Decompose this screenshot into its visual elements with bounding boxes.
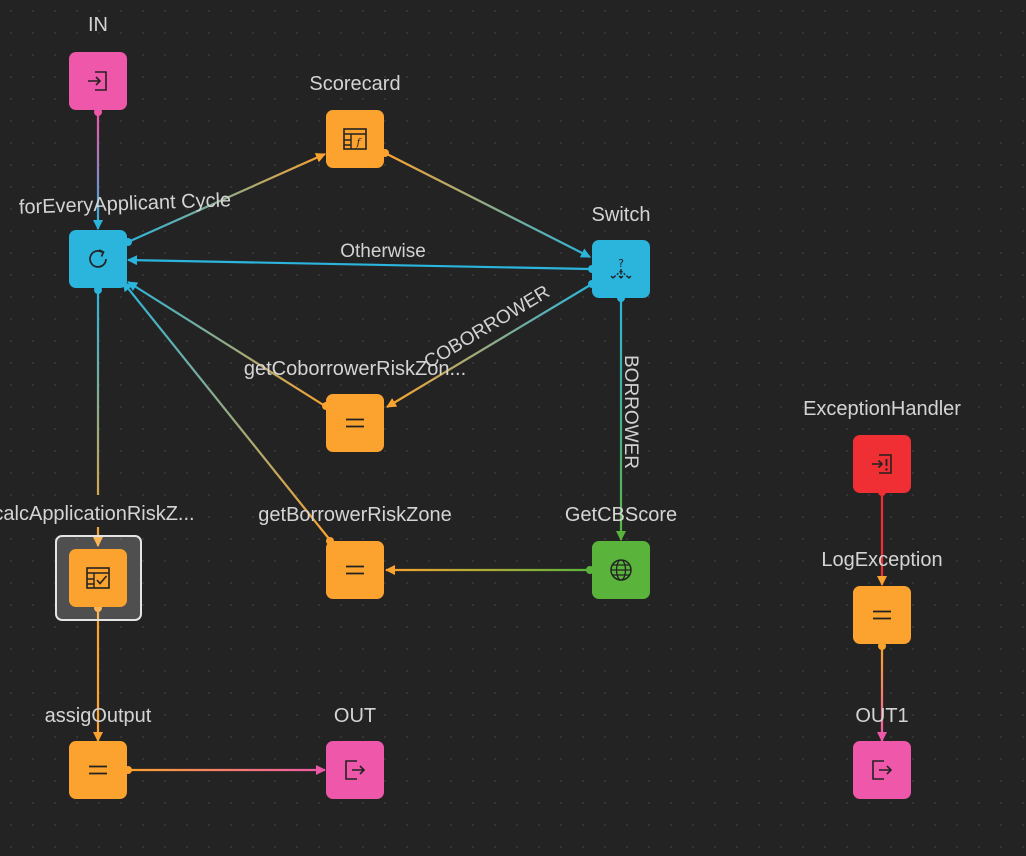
edge-switch-otherwise-to-cycle[interactable] — [127, 255, 591, 271]
node-label-coborrower-risk: getCoborrowerRiskZon... — [243, 358, 467, 380]
exit-icon — [345, 760, 366, 780]
node-label-in: IN — [88, 14, 108, 36]
node-label-switch: Switch — [591, 204, 651, 226]
node-coborrower-risk[interactable] — [326, 394, 384, 452]
node-out[interactable] — [326, 741, 384, 799]
svg-text:?: ? — [618, 257, 624, 270]
edge-scorecard-to-switch[interactable] — [384, 152, 591, 258]
exception-icon — [872, 454, 892, 474]
node-log-exception[interactable] — [853, 586, 911, 644]
node-label-borrower-risk: getBorrowerRiskZone — [258, 504, 452, 526]
node-out1[interactable] — [853, 741, 911, 799]
node-exception-handler[interactable] — [853, 435, 911, 493]
node-cbscore[interactable] — [592, 541, 650, 599]
node-label-assig-output: assigOutput — [44, 705, 152, 727]
node-cycle[interactable] — [69, 230, 127, 288]
node-label-exception-handler: ExceptionHandler — [803, 398, 961, 420]
edge-label-otherwise: Otherwise — [340, 241, 426, 262]
svg-text:f: f — [356, 138, 363, 149]
exit-icon — [872, 760, 893, 780]
node-scorecard[interactable]: f — [326, 110, 384, 168]
globe-icon — [610, 559, 632, 581]
edge-borrisk-to-cycle[interactable] — [122, 281, 331, 541]
cycle-icon — [89, 249, 107, 268]
node-label-log-exception: LogException — [821, 549, 943, 571]
node-borrower-risk[interactable] — [326, 541, 384, 599]
table-check-icon — [86, 567, 110, 589]
equals-icon — [873, 610, 891, 620]
equals-icon — [89, 765, 107, 775]
node-label-scorecard: Scorecard — [309, 73, 401, 95]
node-label-out: OUT — [333, 705, 377, 727]
edge-gap — [95, 495, 101, 527]
node-label-out1: OUT1 — [855, 705, 909, 727]
equals-icon — [346, 418, 364, 428]
scorecard-table-icon: f — [343, 128, 367, 150]
node-calc-application[interactable] — [69, 549, 127, 607]
edge-cobrisk-to-cycle[interactable] — [127, 281, 326, 407]
edge-switch-coborrower[interactable] — [386, 283, 593, 408]
equals-icon — [346, 565, 364, 575]
node-assig-output[interactable] — [69, 741, 127, 799]
switch-icon: ? — [610, 257, 632, 279]
node-in[interactable] — [69, 52, 127, 110]
node-label-calc-application: calcApplicationRiskZ... — [0, 503, 195, 525]
node-label-cbscore: GetCBScore — [564, 504, 678, 526]
node-switch[interactable]: ? — [592, 240, 650, 298]
edge-label-borrower: BORROWER — [620, 355, 641, 469]
enter-icon — [88, 71, 107, 91]
edge-cycle-to-scorecard[interactable] — [127, 152, 326, 244]
